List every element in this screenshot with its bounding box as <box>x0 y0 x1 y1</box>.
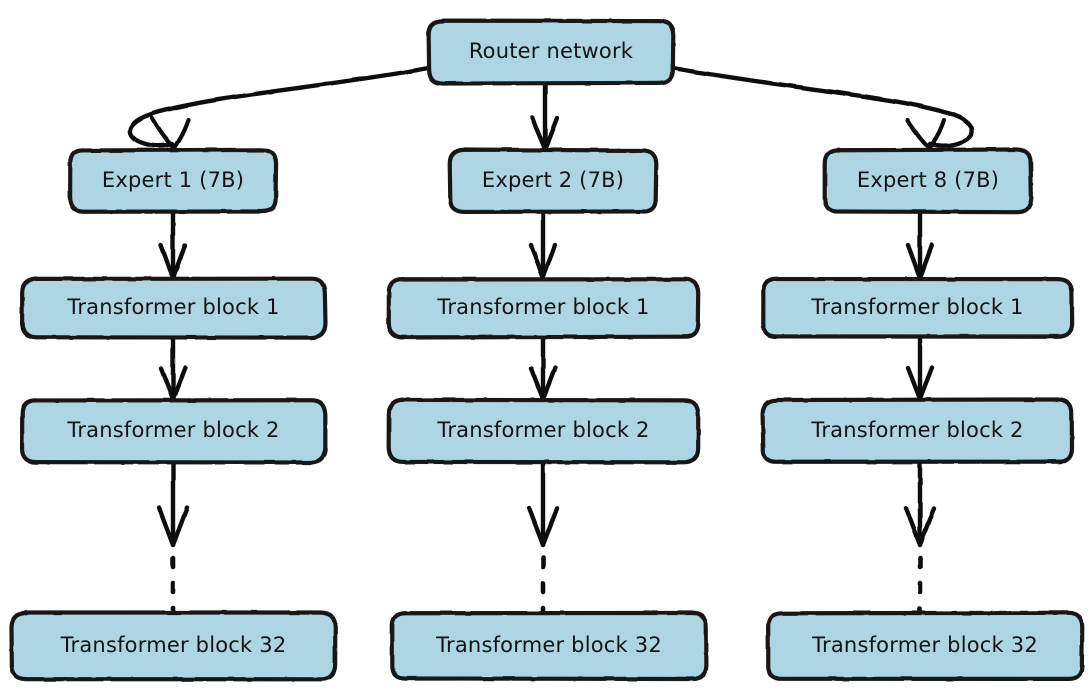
node-label: Transformer block 2 <box>67 418 279 442</box>
node-label: Transformer block 1 <box>811 295 1023 319</box>
edge-router-to-expert-2 <box>532 84 557 149</box>
node-label: Transformer block 32 <box>812 633 1038 657</box>
node-col3-transformer-block-2[interactable]: Transformer block 2 <box>763 400 1072 462</box>
node-label: Expert 1 (7B) <box>102 168 244 192</box>
edge-col2-block1-to-block2 <box>531 337 555 399</box>
node-col1-transformer-block-1[interactable]: Transformer block 1 <box>22 279 325 337</box>
edge-col1-block2-to-ellipsis <box>159 462 187 545</box>
edge-col1-expert-to-block1 <box>161 212 185 278</box>
node-expert-8[interactable]: Expert 8 (7B) <box>825 150 1031 212</box>
node-col1-transformer-block-2[interactable]: Transformer block 2 <box>22 400 325 462</box>
node-col3-transformer-block-32[interactable]: Transformer block 32 <box>768 613 1082 679</box>
node-label: Transformer block 32 <box>436 633 662 657</box>
node-label: Router network <box>469 39 633 63</box>
edge-router-to-expert-8 <box>673 68 972 148</box>
node-expert-1[interactable]: Expert 1 (7B) <box>70 150 276 212</box>
edge-col3-expert-to-block1 <box>908 212 932 278</box>
node-col1-transformer-block-32[interactable]: Transformer block 32 <box>12 613 335 679</box>
edge-col2-block2-to-ellipsis <box>529 462 557 545</box>
edge-col2-expert-to-block1 <box>531 212 555 278</box>
node-label: Transformer block 2 <box>437 418 649 442</box>
node-col2-transformer-block-32[interactable]: Transformer block 32 <box>392 613 706 679</box>
node-label: Expert 2 (7B) <box>482 168 624 192</box>
edge-col3-block1-to-block2 <box>908 337 932 399</box>
node-col3-transformer-block-1[interactable]: Transformer block 1 <box>763 279 1072 337</box>
edge-col1-block1-to-block2 <box>161 337 185 399</box>
node-label: Expert 8 (7B) <box>857 168 999 192</box>
node-label: Transformer block 1 <box>67 295 279 319</box>
node-label: Transformer block 2 <box>811 418 1023 442</box>
node-col2-transformer-block-1[interactable]: Transformer block 1 <box>389 279 698 337</box>
edge-col3-block2-to-ellipsis <box>906 462 934 545</box>
node-col2-transformer-block-2[interactable]: Transformer block 2 <box>389 400 698 462</box>
node-router-network[interactable]: Router network <box>429 21 673 83</box>
node-label: Transformer block 32 <box>61 633 287 657</box>
node-expert-2[interactable]: Expert 2 (7B) <box>450 150 656 212</box>
edge-router-to-expert-1 <box>130 68 429 148</box>
node-label: Transformer block 1 <box>437 295 649 319</box>
